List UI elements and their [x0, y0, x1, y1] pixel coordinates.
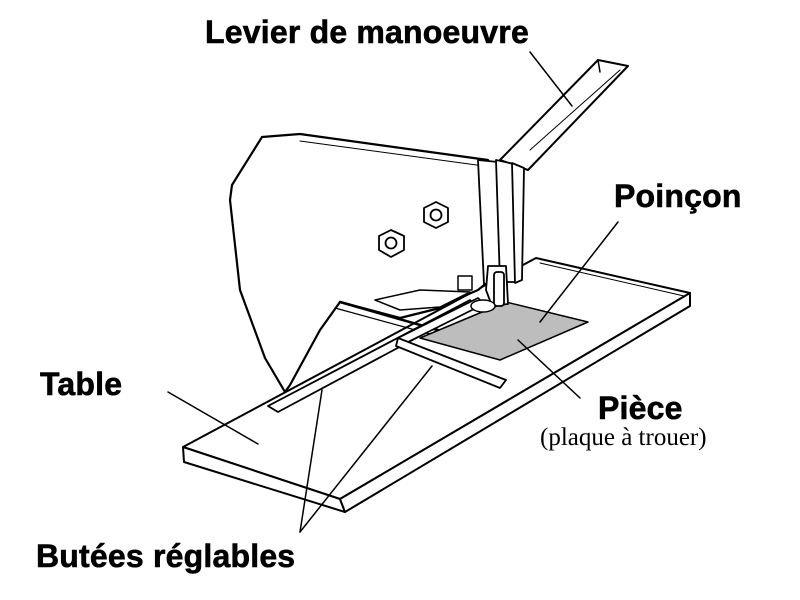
- label-punch: Poinçon: [614, 178, 742, 215]
- nut-icon: [378, 229, 405, 258]
- label-stops: Butées réglables: [36, 538, 296, 575]
- punch-shape: [457, 265, 509, 313]
- label-piece: Pièce: [598, 390, 683, 427]
- label-piece-subtitle: (plaque à trouer): [540, 424, 707, 451]
- label-lever: Levier de manoeuvre: [205, 14, 529, 51]
- workpiece-shape: [419, 301, 589, 361]
- lever-shape: [499, 59, 629, 171]
- label-table: Table: [40, 366, 123, 403]
- leader-lines: [167, 51, 619, 533]
- nut-icon: [423, 201, 449, 229]
- frame-shape: [228, 132, 525, 394]
